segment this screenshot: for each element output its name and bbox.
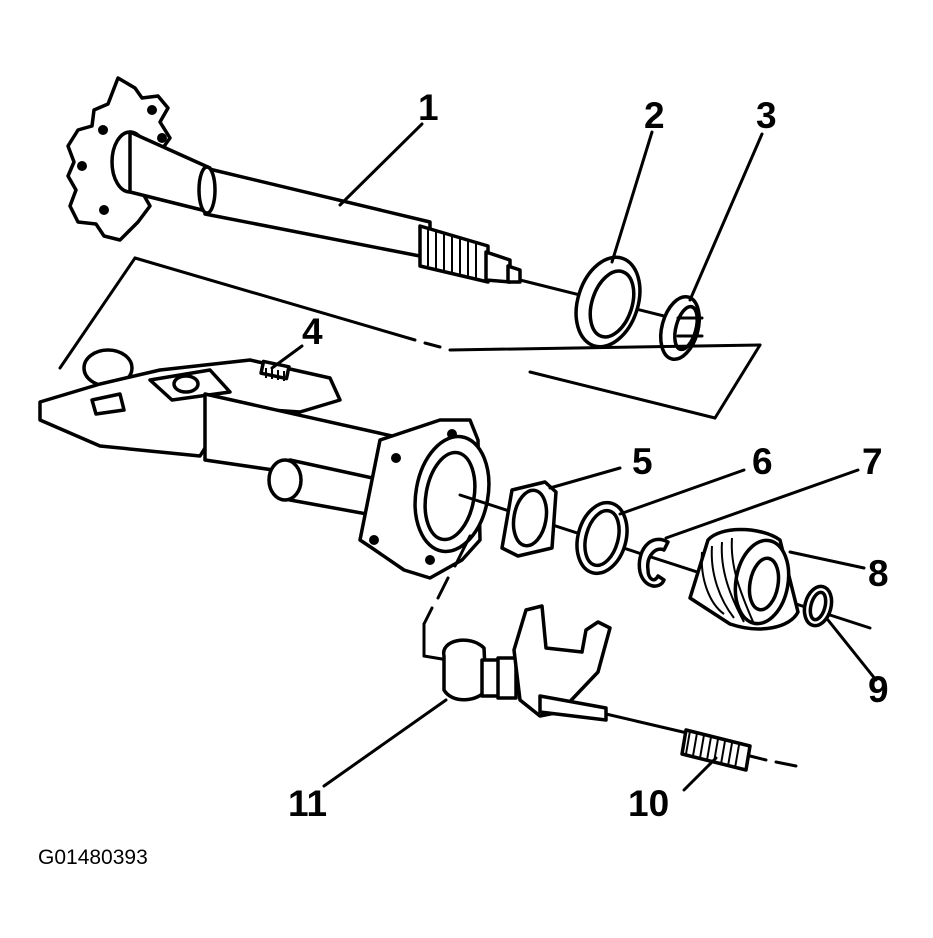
- alignment-lines-upper: [58, 256, 762, 420]
- callout-5: 5: [632, 441, 653, 482]
- part-8-collar: [688, 527, 800, 631]
- part-5-thrust-washer: [500, 480, 558, 558]
- callout-1: 1: [418, 87, 439, 128]
- callout-9: 9: [868, 669, 889, 710]
- leader-lines: [270, 122, 878, 792]
- part-4-housing: [38, 348, 872, 630]
- part-1-axle-shaft: [66, 76, 682, 322]
- part-3-washer: [658, 294, 704, 362]
- callout-6: 6: [752, 441, 773, 482]
- part-7-snap-ring: [637, 537, 670, 588]
- callout-3: 3: [756, 95, 777, 136]
- part-6-ring: [575, 500, 629, 576]
- callout-4: 4: [302, 311, 323, 352]
- callout-8: 8: [868, 553, 889, 594]
- part-2-seal: [574, 255, 642, 349]
- callout-7: 7: [862, 441, 883, 482]
- callout-10: 10: [628, 783, 669, 824]
- figure-id: G01480393: [38, 846, 148, 869]
- part-10-spring: [680, 728, 798, 772]
- part-11-shift-fork: [442, 604, 702, 738]
- callout-11: 11: [288, 783, 327, 824]
- part-9-small-ring: [802, 584, 834, 628]
- callout-2: 2: [644, 95, 665, 136]
